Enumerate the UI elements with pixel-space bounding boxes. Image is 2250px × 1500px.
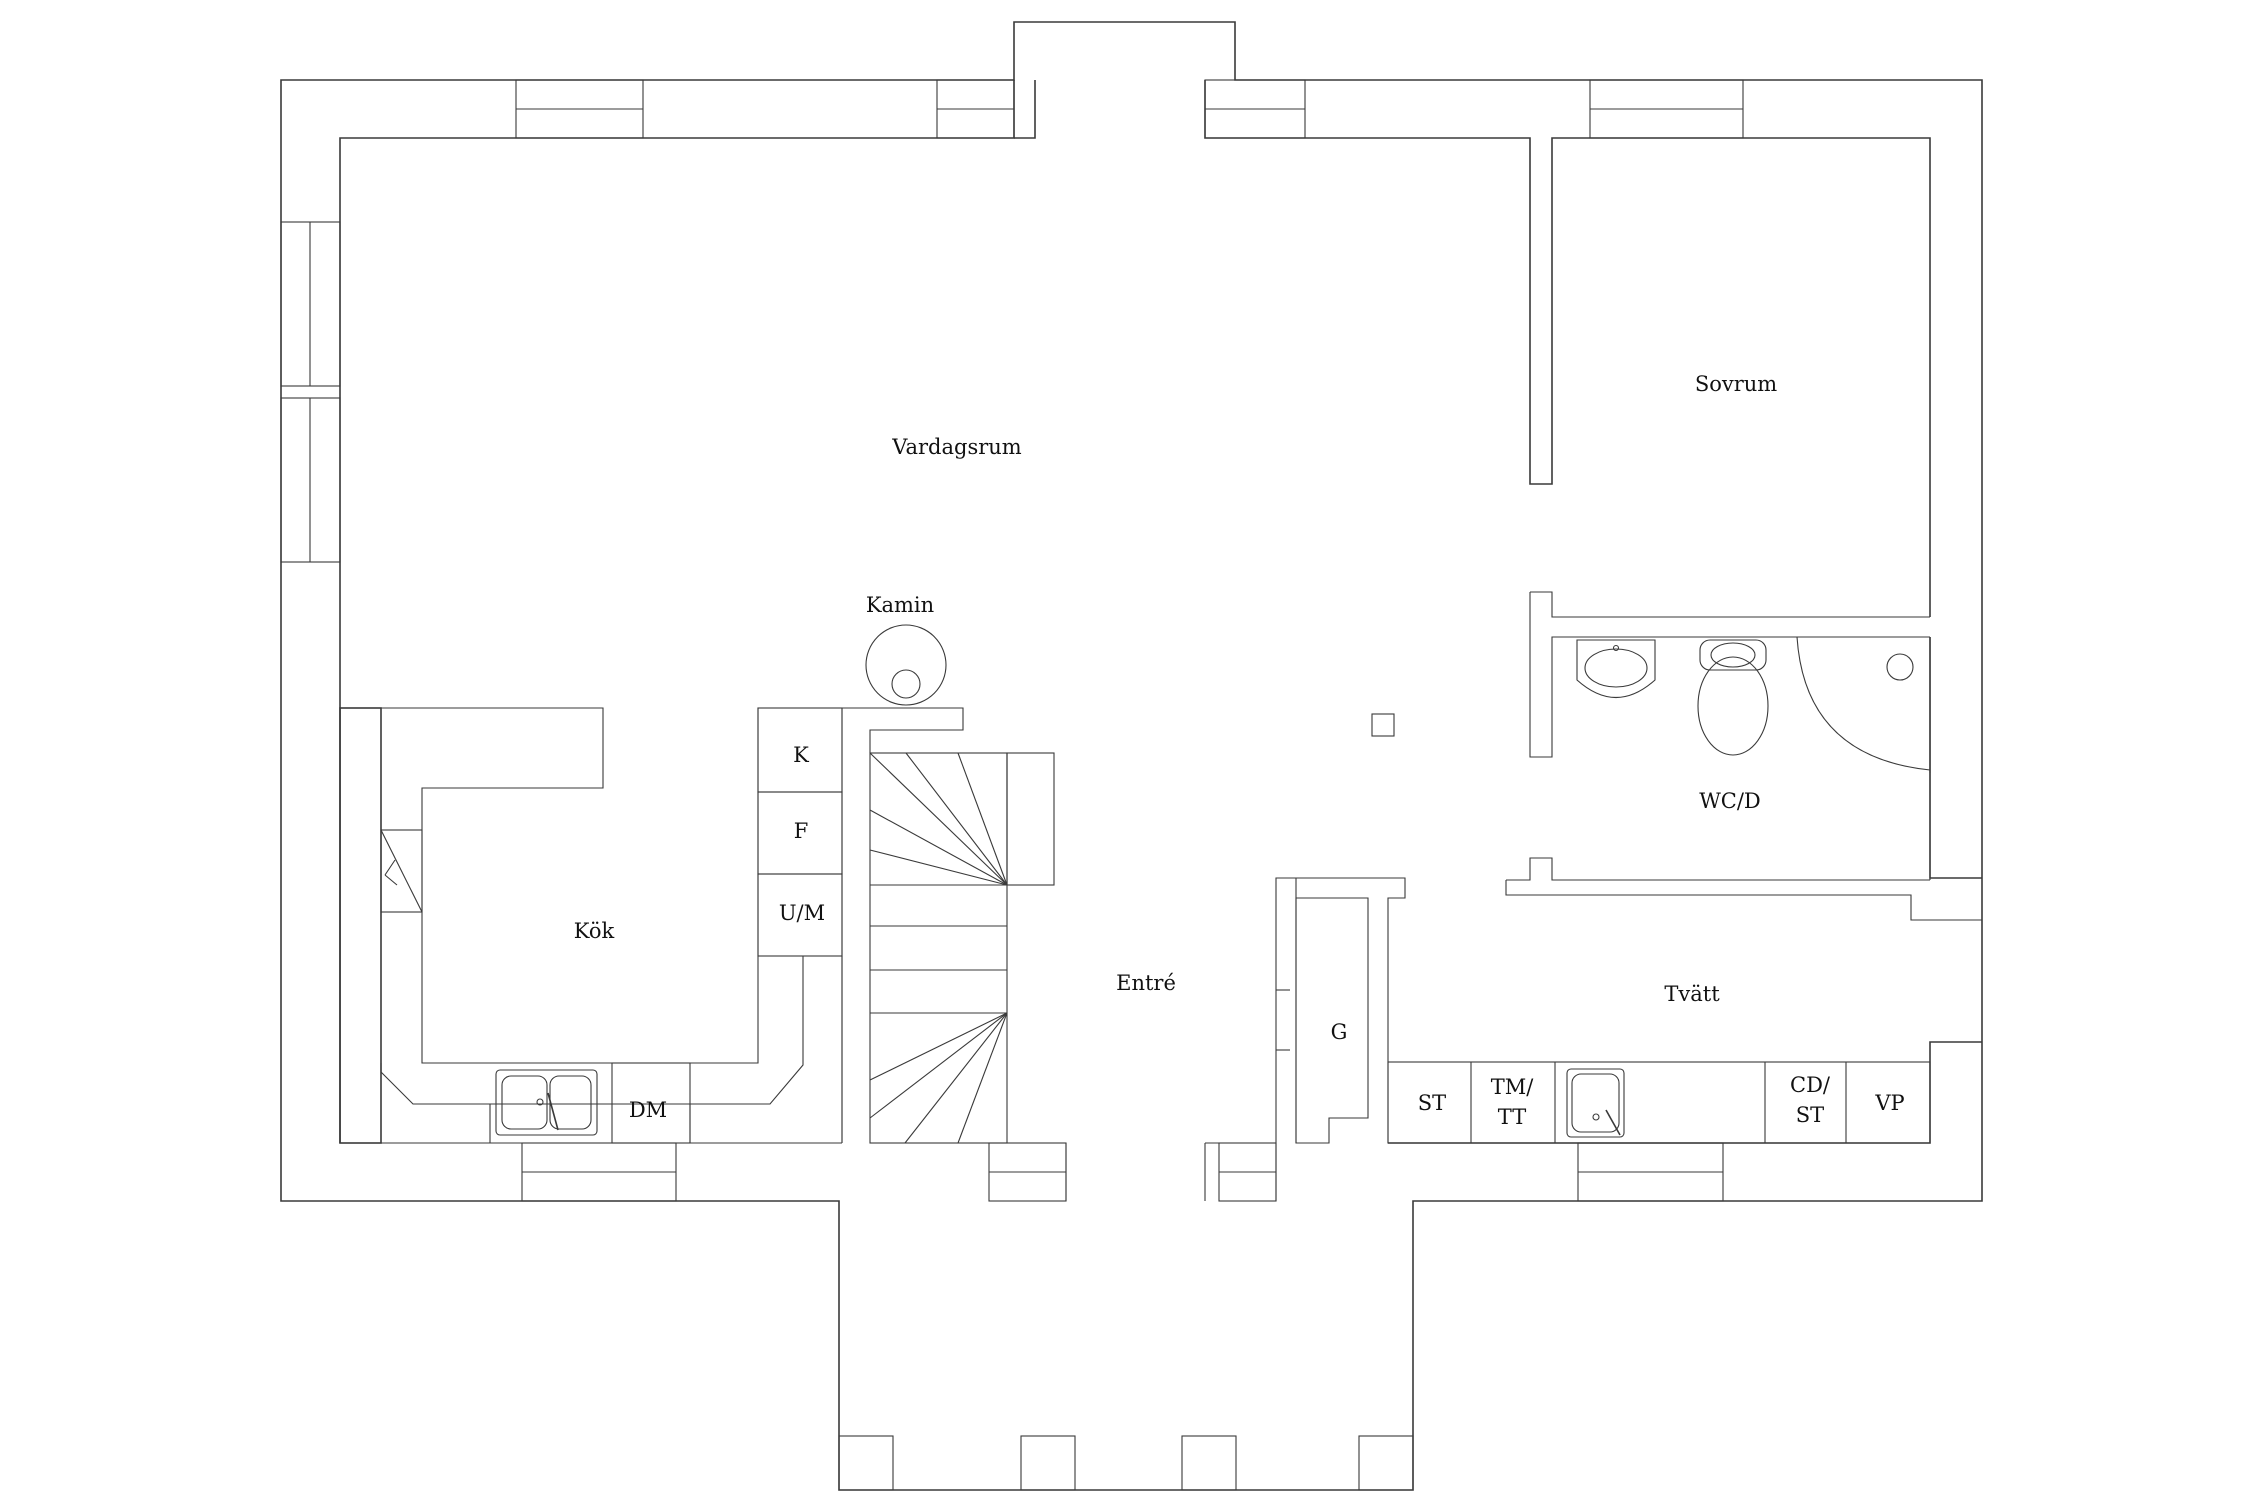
stair-winder-3 — [957, 752, 1008, 886]
kitchen-sink-tap — [547, 1092, 559, 1131]
dishwasher-dm[interactable] — [611, 1062, 691, 1144]
label-tm-tt-line2: TT — [1498, 1105, 1526, 1129]
bathroom-fixtures — [1576, 636, 1931, 773]
laundry-counter-outline — [1387, 1061, 1931, 1144]
stair-winder-8 — [869, 1012, 1008, 1119]
kitchen-cabinet-right — [689, 956, 804, 1143]
veranda-post-1 — [838, 1435, 894, 1491]
outer-wall-outline — [280, 21, 1983, 1491]
label-tm-tt-line1: TM/ — [1491, 1075, 1535, 1099]
stair-winder-2 — [905, 752, 1008, 886]
inner-wall-right — [1929, 637, 1982, 879]
label-st: ST — [1418, 1091, 1446, 1115]
exterior-walls — [280, 21, 1983, 1491]
label-vp: VP — [1874, 1091, 1904, 1115]
room-label-entre: Entré — [1116, 971, 1176, 995]
veranda-post-4 — [1358, 1435, 1414, 1491]
veranda — [838, 1435, 1414, 1491]
shower-curve — [1796, 636, 1931, 771]
bath-wall-left — [1529, 592, 1930, 758]
bath-wall-left-upper — [1530, 591, 1930, 618]
labels: Vardagsrum Sovrum Kamin Kök Entré Tvätt … — [574, 372, 1905, 1129]
interior-walls — [1275, 591, 1982, 1144]
shower-drain — [1886, 653, 1914, 681]
stair-winder-1 — [869, 752, 1008, 886]
chimney-vent — [1371, 713, 1395, 737]
room-label-g: G — [1331, 1020, 1348, 1044]
room-label-vardagsrum: Vardagsrum — [891, 435, 1022, 459]
label-cd-st-line1: CD/ — [1790, 1073, 1831, 1097]
room-label-kok: Kök — [574, 919, 615, 943]
kitchen-sink-drain — [536, 1098, 544, 1106]
washbasin-bowl — [1584, 648, 1648, 688]
cooker — [380, 829, 423, 913]
fireplace-flue — [891, 669, 921, 699]
fireplace-circle — [865, 624, 947, 706]
fireplace — [865, 624, 947, 706]
stair-top-wall — [842, 707, 964, 753]
stair-winder-4 — [869, 809, 1008, 886]
laundry-sink-frame — [1566, 1068, 1625, 1138]
stair-landing — [1006, 752, 1055, 886]
oven-um[interactable] — [757, 873, 843, 957]
laundry-sink-drain — [1592, 1113, 1600, 1121]
cooker-diag-2 — [384, 859, 396, 876]
toilet-lid — [1710, 642, 1756, 668]
stair-winder-7 — [869, 1012, 1008, 1081]
kitchen-counter-corner — [380, 1063, 491, 1143]
kitchen-counter-left — [339, 707, 382, 1144]
room-label-sovrum: Sovrum — [1695, 372, 1777, 396]
laundry-sink[interactable] — [1566, 1068, 1625, 1138]
stair-winder-10 — [957, 1012, 1008, 1144]
windows — [280, 79, 1744, 1202]
wardrobe-g — [1295, 897, 1369, 1144]
washbasin-tap — [1612, 644, 1620, 652]
label-um: U/M — [779, 901, 825, 925]
kitchen-sink[interactable] — [495, 1069, 598, 1136]
room-label-kamin: Kamin — [866, 593, 934, 617]
shower[interactable] — [1796, 636, 1931, 773]
washbasin-outline — [1576, 639, 1656, 699]
label-cd-st-line2: ST — [1796, 1103, 1824, 1127]
cooker-diag-3 — [384, 874, 398, 886]
toilet-seat — [1697, 656, 1769, 756]
stair-outline — [869, 752, 1008, 1144]
laundry-counter — [1387, 1061, 1931, 1144]
inner-wall-top-mid — [1014, 80, 1036, 139]
label-k: K — [793, 743, 809, 767]
veranda-post-2 — [1020, 1435, 1076, 1491]
label-f: F — [794, 819, 809, 843]
cooker-diag-1 — [380, 829, 423, 913]
entry-wall-right — [1275, 877, 1297, 1143]
stair-winder-9 — [904, 1012, 1008, 1144]
kitchen-sink-frame — [495, 1069, 598, 1136]
kitchen-sink-bowl-1 — [501, 1075, 548, 1130]
kitchen — [339, 707, 843, 1144]
stair-winder-5 — [869, 849, 1008, 886]
bath-wall-bottom-2 — [1506, 857, 1930, 881]
inner-wall-top-right-a — [1204, 80, 1931, 617]
toilet[interactable] — [1697, 639, 1769, 756]
entry-wall-top — [1276, 877, 1406, 1143]
laundry-sink-tap — [1605, 1109, 1621, 1136]
laundry-sink-bowl — [1571, 1073, 1620, 1133]
room-label-wc-d: WC/D — [1699, 789, 1761, 813]
bath-wall-bottom — [1505, 880, 1982, 921]
room-label-tvatt: Tvätt — [1664, 982, 1720, 1006]
toilet-cistern — [1699, 639, 1767, 671]
veranda-post-3 — [1181, 1435, 1237, 1491]
label-dm: DM — [629, 1098, 667, 1122]
washbasin[interactable] — [1576, 639, 1656, 699]
stairs — [842, 707, 1055, 1144]
